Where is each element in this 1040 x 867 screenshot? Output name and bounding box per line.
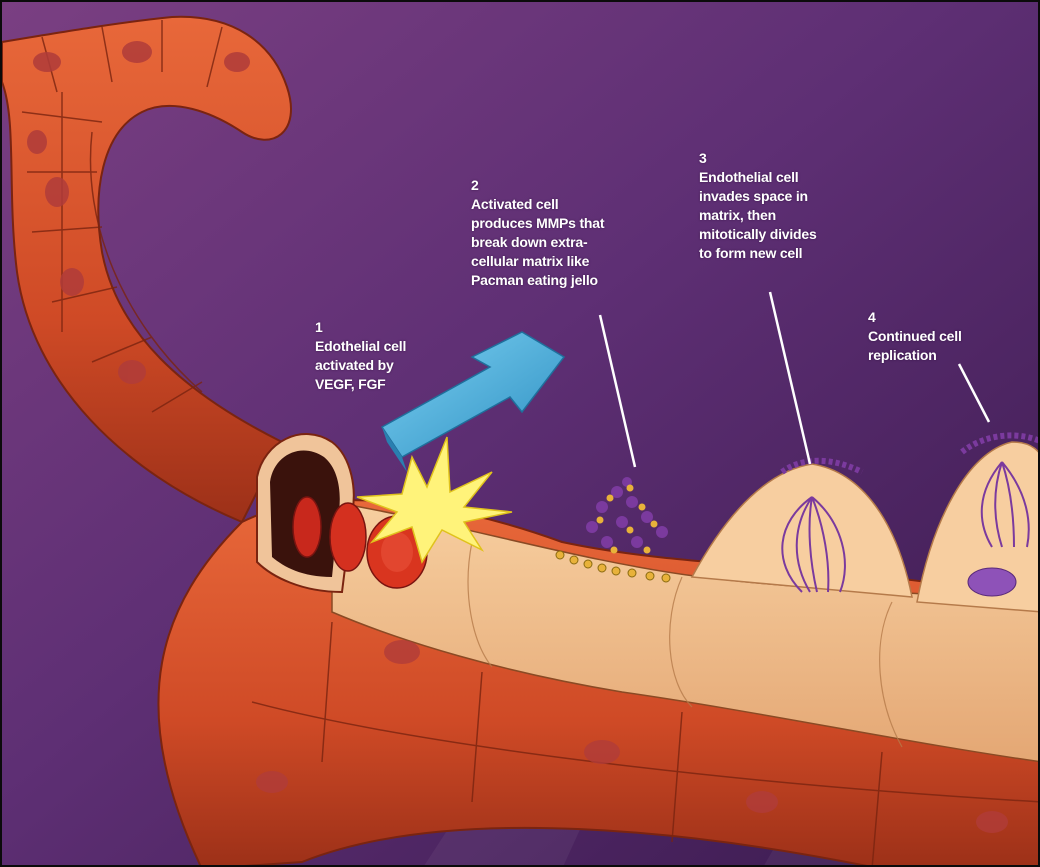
annotation-3-number: 3 [699, 149, 817, 168]
annotation-2-line: break down extra- [471, 233, 604, 252]
annotation-1-line: VEGF, FGF [315, 375, 406, 394]
annotation-2-line: cellular matrix like [471, 252, 604, 271]
annotation-3-line: mitotically divides [699, 225, 817, 244]
annotation-3: 3 Endothelial cell invades space in matr… [699, 149, 817, 263]
annotation-3-line: to form new cell [699, 244, 817, 263]
cell-nucleus [968, 568, 1016, 596]
annotation-1: 1 Edothelial cell activated by VEGF, FGF [315, 318, 406, 394]
annotation-2: 2 Activated cell produces MMPs that brea… [471, 176, 604, 290]
annotation-1-number: 1 [315, 318, 406, 337]
annotation-2-line: Activated cell [471, 195, 604, 214]
annotation-2-line: produces MMPs that [471, 214, 604, 233]
annotation-1-line: activated by [315, 356, 406, 375]
annotation-3-line: matrix, then [699, 206, 817, 225]
annotation-1-line: Edothelial cell [315, 337, 406, 356]
annotation-4-line: Continued cell [868, 327, 962, 346]
annotation-4: 4 Continued cell replication [868, 308, 962, 365]
annotation-2-number: 2 [471, 176, 604, 195]
annotation-3-line: invades space in [699, 187, 817, 206]
annotation-4-line: replication [868, 346, 962, 365]
annotation-2-line: Pacman eating jello [471, 271, 604, 290]
annotation-3-line: Endothelial cell [699, 168, 817, 187]
annotation-4-number: 4 [868, 308, 962, 327]
